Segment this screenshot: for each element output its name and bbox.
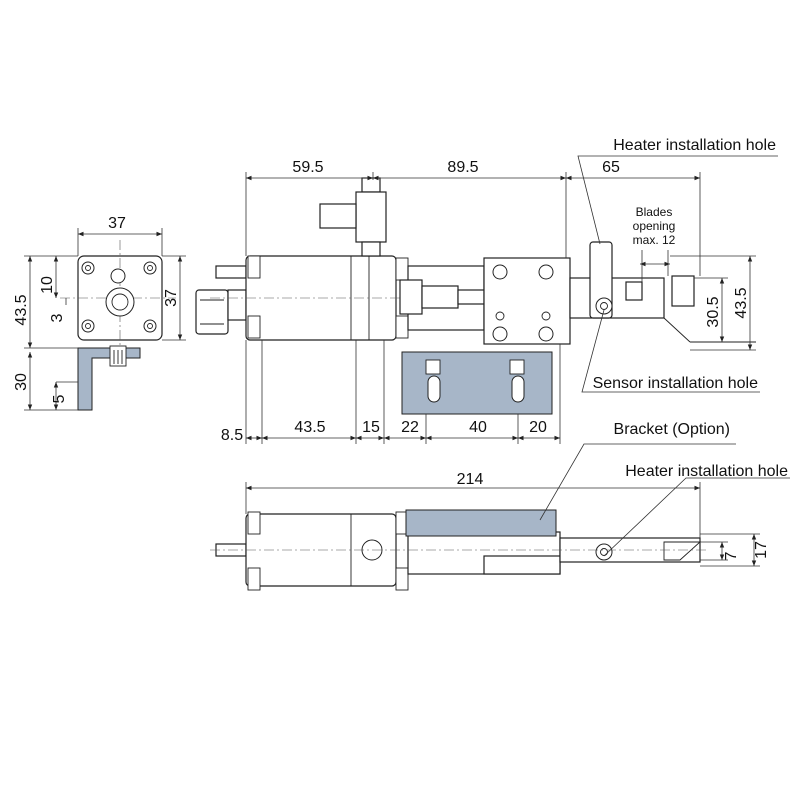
plan-tie-rod-nut <box>247 567 261 591</box>
holder-screw <box>492 264 508 280</box>
end-view-screw <box>143 319 157 333</box>
bracket-screw <box>425 359 441 375</box>
dim-end-width: 37 <box>108 215 126 232</box>
rod-end <box>215 265 247 279</box>
callout-sensor: Sensor installation hole <box>593 375 759 392</box>
dim-bottom-offset: 8.5 <box>221 427 243 444</box>
top-fitting-head <box>361 177 381 193</box>
air-fitting <box>195 289 229 335</box>
dim-total-length: 214 <box>457 471 484 488</box>
plan-holder <box>483 555 561 575</box>
holder-screw <box>538 326 554 342</box>
blade-tip <box>625 281 643 301</box>
dim-plan-large: 17 <box>753 541 770 559</box>
dim-bottom-a: 43.5 <box>294 419 325 436</box>
end-view-screw <box>81 261 95 275</box>
end-view-bracket <box>77 347 141 411</box>
plan-view: 214 7 17 Bracket (Option) Heater install… <box>210 421 790 591</box>
top-fitting-body <box>355 191 387 243</box>
valve-rod <box>457 289 485 305</box>
end-view-screw <box>143 261 157 275</box>
top-fitting-base <box>361 241 381 257</box>
callout-heater-bottom: Heater installation hole <box>625 463 788 480</box>
sensor-hole <box>595 297 613 315</box>
plan-bracket-option <box>405 509 557 537</box>
bracket-screw <box>509 359 525 375</box>
dim-bottom-d: 40 <box>469 419 487 436</box>
blades-label-3: max. 12 <box>633 233 676 247</box>
tie-rod-nut <box>247 315 261 339</box>
plan-tie-rod-nut <box>247 511 261 535</box>
dim-bottom-b: 15 <box>362 419 380 436</box>
dim-top-a: 59.5 <box>292 159 323 176</box>
dim-right-outer: 43.5 <box>733 287 750 318</box>
dim-end-inner: 37 <box>163 289 180 307</box>
dim-plan-small: 7 <box>723 551 740 560</box>
blades-label-1: Blades <box>636 205 673 219</box>
bracket-slot <box>427 375 441 403</box>
bracket-slot <box>511 375 525 403</box>
valve-block <box>399 279 423 315</box>
air-fitting-nut <box>227 289 247 321</box>
end-view-bore <box>105 287 135 317</box>
dim-end-height: 43.5 <box>13 294 30 325</box>
dim-right-inner: 30.5 <box>705 296 722 327</box>
dim-top-b: 89.5 <box>447 159 478 176</box>
end-view: 37 43.5 10 3 37 30 5 <box>13 215 186 411</box>
front-view: 59.5 89.5 65 8.5 43.5 15 22 40 20 30.5 <box>195 137 778 444</box>
holder-screw <box>492 326 508 342</box>
dim-bottom-c: 22 <box>401 419 419 436</box>
dim-end-center: 3 <box>49 313 66 322</box>
holder-screw <box>538 264 554 280</box>
top-fitting-side <box>319 203 357 229</box>
tie-rod-nut <box>395 257 409 281</box>
tie-rod-nut <box>395 315 409 339</box>
dim-end-offset: 10 <box>39 276 56 294</box>
dim-bottom-e: 20 <box>529 419 547 436</box>
dim-bracket-offset: 5 <box>51 394 68 403</box>
callout-bracket: Bracket (Option) <box>614 421 730 438</box>
end-view-port <box>110 268 126 284</box>
end-view-screw <box>81 319 95 333</box>
blade-counter <box>671 275 695 307</box>
tie-rod-nut <box>247 255 261 279</box>
blades-label-2: opening <box>633 219 676 233</box>
dim-bracket-height: 30 <box>13 373 30 391</box>
blade-arm <box>569 277 665 319</box>
plan-tie-rod-nut <box>395 567 409 591</box>
plan-heater-hole <box>595 543 613 561</box>
dim-top-c: 65 <box>602 159 620 176</box>
valve-stem <box>421 285 459 309</box>
callout-heater-top: Heater installation hole <box>613 137 776 154</box>
bracket-option <box>401 351 553 415</box>
